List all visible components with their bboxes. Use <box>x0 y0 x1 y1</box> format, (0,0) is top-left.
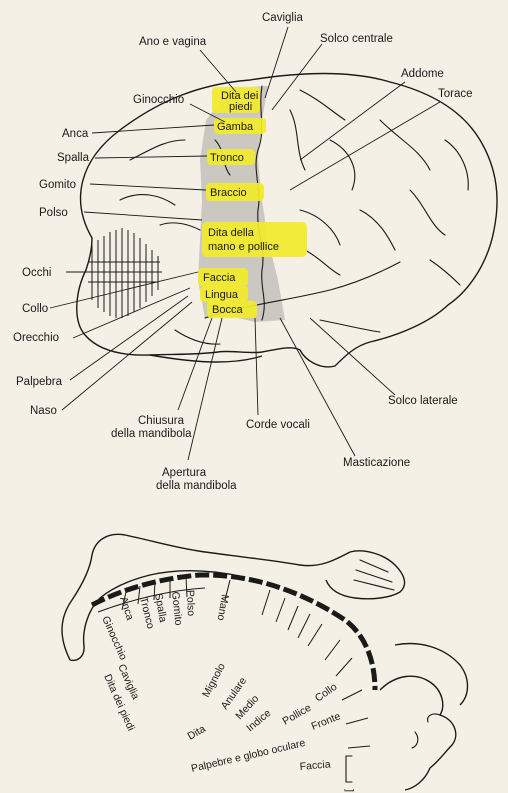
label-solco-centrale: Solco centrale <box>320 33 393 45</box>
brain-outline <box>77 74 497 367</box>
label-corde-vocali: Corde vocali <box>246 419 310 431</box>
label-faccia: Faccia <box>203 272 236 284</box>
hom-fronte: Fronte <box>310 710 343 733</box>
homunculus-diagram: Anca Tronco Spalla Gomito Polso Mano Gin… <box>62 534 468 792</box>
temporal-lobe-outline <box>150 355 262 362</box>
face-bracket <box>346 756 352 782</box>
label-torace: Torace <box>438 88 473 100</box>
hom-faccia-vertical: [ <box>343 789 355 792</box>
label-braccio: Braccio <box>210 187 247 199</box>
hom-mignolo: Mignolo <box>200 661 228 699</box>
label-palpebra: Palpebra <box>16 376 63 388</box>
label-tronco: Tronco <box>210 152 244 164</box>
label-orecchio: Orecchio <box>13 332 59 344</box>
cortex-arc <box>92 575 375 690</box>
label-dita-piedi-2: piedi <box>229 101 252 113</box>
hom-polso: Polso <box>184 590 197 617</box>
brain-diagram: Dita dei piedi Gamba Tronco Braccio Dita… <box>13 12 497 492</box>
label-dita-mano-1: Dita della <box>208 227 255 239</box>
label-dita-mano-2: mano e pollice <box>208 241 279 253</box>
hom-gomito: Gomito <box>169 591 184 626</box>
label-ginocchio: Ginocchio <box>133 94 184 106</box>
label-caviglia: Caviglia <box>262 12 304 24</box>
label-spalla: Spalla <box>57 152 90 164</box>
homunculus-face <box>380 676 456 790</box>
label-occhi: Occhi <box>22 267 51 279</box>
hom-faccia: Faccia <box>299 758 331 773</box>
label-addome: Addome <box>401 68 444 80</box>
hom-collo: Collo <box>313 681 340 705</box>
label-anca: Anca <box>62 128 89 140</box>
label-apertura-2: della mandibola <box>156 480 237 492</box>
label-solco-laterale: Solco laterale <box>388 395 458 407</box>
label-naso: Naso <box>30 405 57 417</box>
hom-anca: Anca <box>117 595 136 622</box>
label-gamba: Gamba <box>217 121 254 133</box>
label-chiusura-2: della mandibola <box>111 428 192 440</box>
hom-pollice: Pollice <box>281 702 314 728</box>
label-polso: Polso <box>39 207 68 219</box>
label-collo: Collo <box>22 303 48 315</box>
label-gomito: Gomito <box>39 179 76 191</box>
label-bocca: Bocca <box>212 304 243 316</box>
hom-palpebre: Palpebre e globo oculare <box>190 737 307 775</box>
label-chiusura-1: Chiusura <box>138 415 185 427</box>
hom-dita: Dita <box>186 723 208 743</box>
homunculus-labels: Anca Tronco Spalla Gomito Polso Mano Gin… <box>99 590 342 775</box>
label-masticazione: Masticazione <box>343 457 410 469</box>
homunculus-hand <box>395 644 468 705</box>
hom-mano: Mano <box>214 593 230 621</box>
label-lingua: Lingua <box>205 289 239 301</box>
label-apertura-1: Apertura <box>162 467 207 479</box>
label-ano-vagina: Ano e vagina <box>139 36 207 48</box>
